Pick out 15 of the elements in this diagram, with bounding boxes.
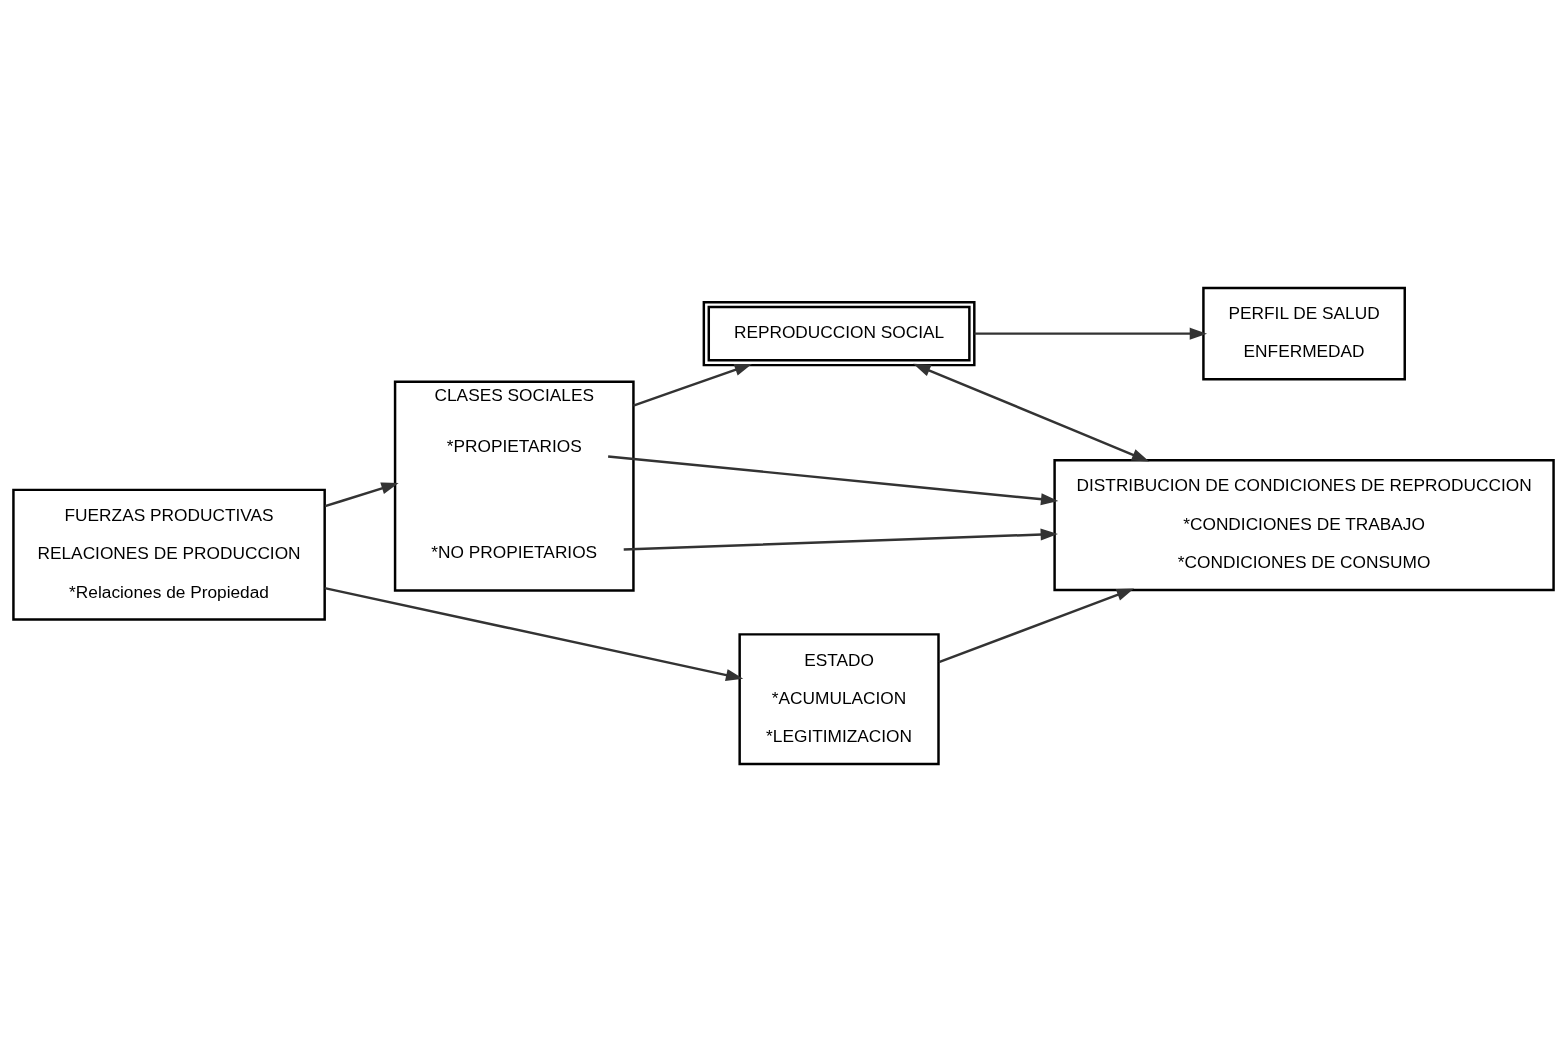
arrow: [623, 527, 1058, 551]
node-box: REPRODUCCION SOCIAL: [702, 300, 976, 366]
node-box: ESTADO *ACUMULACION *LEGITIMIZACION: [738, 632, 940, 765]
arrow: [913, 363, 1150, 461]
node-box: PERFIL DE SALUD ENFERMEDAD: [1202, 286, 1406, 381]
arrow: [324, 586, 744, 681]
node-box: DISTRIBUCION DE CONDICIONES DE REPRODUCCION *CONDICIONES DE TRABAJO *CONDICIONES DE CONSUMO: [1053, 458, 1555, 591]
arrow: [974, 327, 1208, 340]
node-box: FUERZAS PRODUCTIVAS RELACIONES DE PRODUCCION *Relaciones de Propiedad: [12, 488, 326, 621]
arrow: [324, 482, 399, 507]
arrow: [608, 454, 1059, 505]
node-text: *PROPIETARIOS: [446, 435, 582, 456]
arrow: [938, 588, 1135, 663]
node-text: *NO PROPIETARIOS: [431, 541, 598, 562]
arrow: [633, 363, 752, 407]
